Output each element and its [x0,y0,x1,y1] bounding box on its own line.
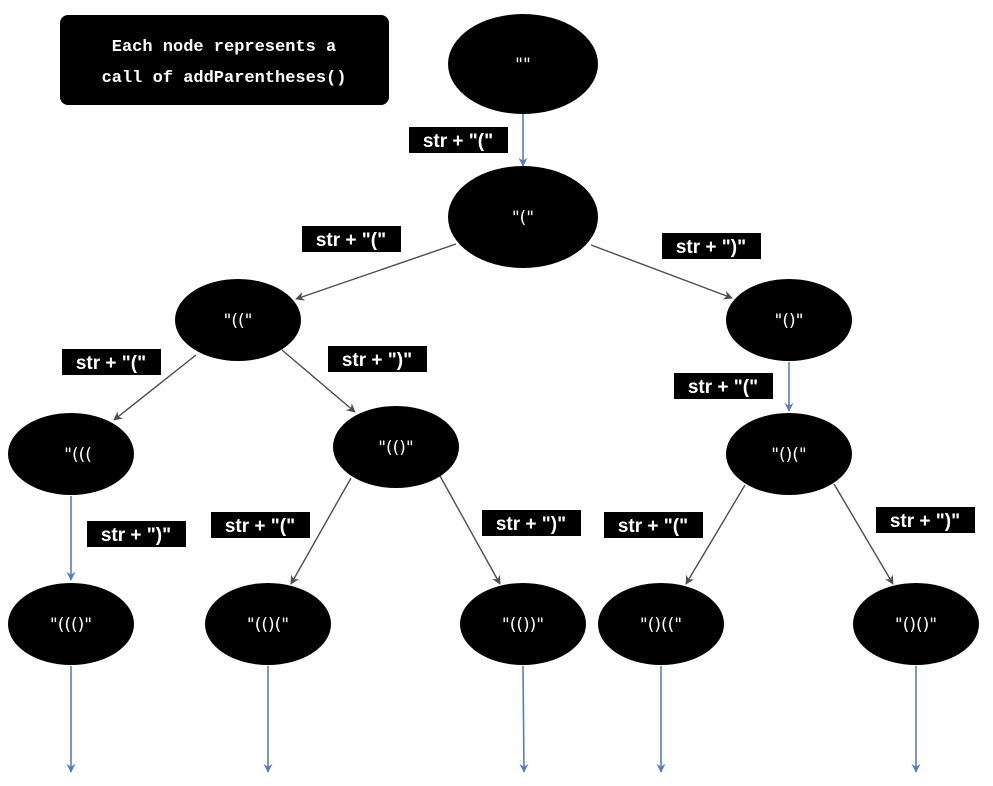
edge-label-n2-n4: str + "(" [62,349,161,375]
node-label: "()(" [771,445,807,465]
edge-label-text: str + "(" [316,230,386,251]
edge-labels: str + "(" str + "(" str + ")" str + "(" … [62,127,975,547]
edge-n2-n4 [113,354,197,421]
node-label: "(" [512,208,534,228]
node-label: "((" [224,311,253,331]
edge-label-n5-n8: str + "(" [211,512,310,538]
tree-node-n7: "((()" [8,583,134,665]
edge-label-text: str + "(" [423,131,493,152]
node-label: "(()" [378,438,414,458]
edge-label-n6-n11: str + ")" [876,507,975,533]
edge-n2-n5 [281,349,356,413]
edge-label-text: str + "(" [688,377,758,398]
tree-node-root: "" [448,14,598,114]
caption-line-2: call of addParentheses() [102,69,347,88]
nodes: "" "(" "((" "()" "((( "(()" "()(" "((() [8,14,979,665]
tree-node-n9: "(())" [460,583,586,665]
tree-node-n11: "()()" [853,583,979,665]
node-label: "(()(" [247,615,289,635]
edge-label-text: str + ")" [101,525,171,546]
node-label: "()" [775,311,804,331]
edge-label-n4-n7: str + ")" [87,521,186,547]
tree-node-n10: "()((" [598,583,724,665]
edge-n1-n3 [590,244,733,300]
edge-n5-n9 [439,475,501,585]
node-label: "((()" [50,615,92,635]
node-label: "" [515,55,531,75]
edge-n5-n8 [290,477,352,585]
edge-label-n1-n3: str + ")" [662,233,761,259]
edge-label-root-n1: str + "(" [409,127,508,153]
tree-node-n5: "(()" [333,406,459,488]
tree-node-n6: "()(" [726,413,852,495]
edge-label-n2-n5: str + ")" [328,346,427,372]
edge-n1-n2 [295,243,457,301]
node-label: "()()" [895,615,937,635]
edge-n6-n11 [833,483,894,585]
edge-n6-n10 [685,484,746,585]
caption-background [60,15,389,105]
edge-label-text: str + ")" [496,514,566,535]
edge-label-n5-n9: str + ")" [482,510,581,536]
edges [66,114,921,773]
node-label: "()((" [640,615,682,635]
edge-label-text: str + "(" [76,353,146,374]
edge-label-text: str + ")" [676,237,746,258]
node-label: "(())" [502,615,544,635]
edge-label-text: str + "(" [225,516,295,537]
tree-node-n1: "(" [448,166,598,268]
edge-label-n6-n10: str + "(" [604,512,703,538]
node-label: "((( [64,445,92,465]
tree-node-n3: "()" [726,279,852,361]
caption-line-1: Each node represents a [112,38,336,57]
tree-node-n4: "((( [8,413,134,495]
caption-box: Each node represents a call of addParent… [60,15,389,105]
edge-n9-continuation [519,665,529,773]
edge-label-n1-n2: str + "(" [302,226,401,252]
edge-label-text: str + "(" [618,516,688,537]
edge-label-n3-n6: str + "(" [674,373,773,399]
tree-node-n2: "((" [175,279,301,361]
tree-node-n8: "(()(" [205,583,331,665]
edge-label-text: str + ")" [342,350,412,371]
edge-label-text: str + ")" [890,511,960,532]
